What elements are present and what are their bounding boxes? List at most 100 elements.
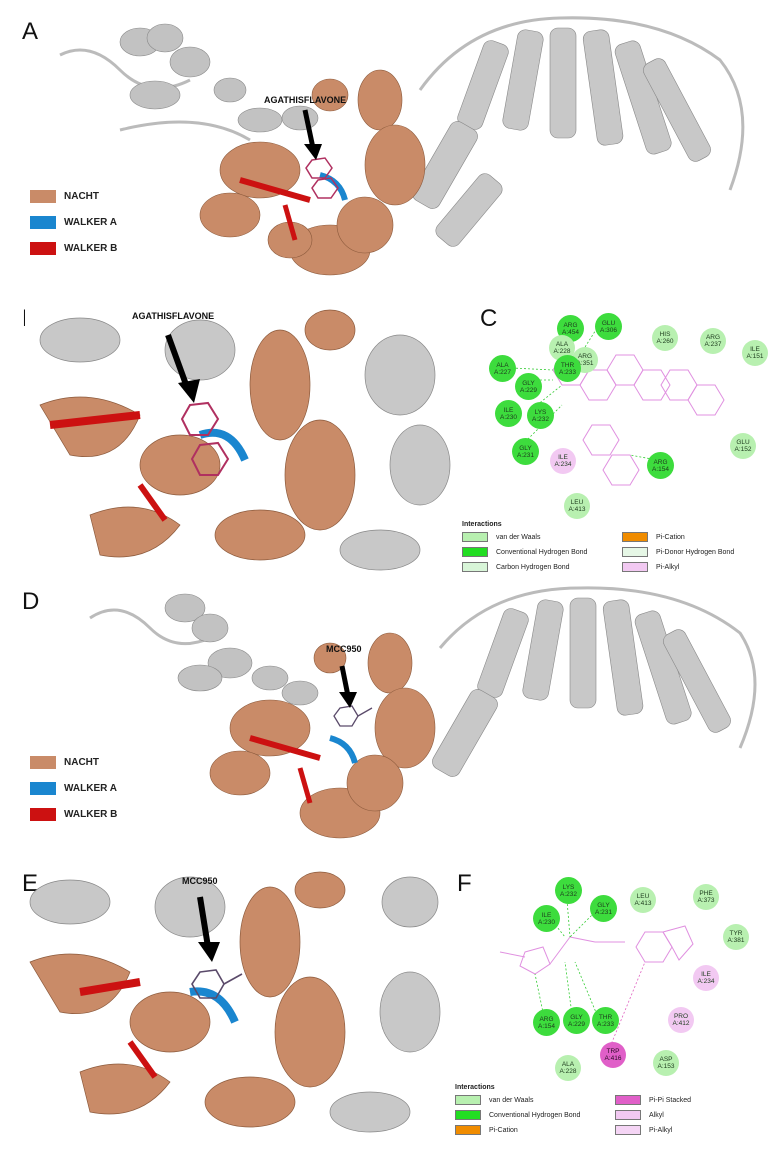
- protein-structure-full: [89, 586, 757, 839]
- legend-swatch: [30, 242, 56, 255]
- residue-name: ARG: [577, 353, 593, 360]
- panel-letter: C: [480, 305, 498, 332]
- residue-name: ARG: [539, 1015, 554, 1023]
- residue-name: ARG: [563, 321, 578, 329]
- residue-name: ASP: [659, 1056, 673, 1063]
- domain-legend: NACHT WALKER A WALKER B: [30, 756, 117, 834]
- residue-name: LYS: [562, 883, 575, 891]
- residue-name: LEU: [570, 499, 584, 506]
- residue-name: ILE: [701, 971, 711, 978]
- legend-label: Conventional Hydrogen Bond: [496, 548, 588, 556]
- legend-swatch: [622, 547, 648, 557]
- residue-number: A:230: [500, 413, 517, 421]
- residue-name: ILE: [750, 346, 760, 353]
- legend-label: Pi-Pi Stacked: [649, 1096, 692, 1104]
- residue-name: ARG: [653, 458, 668, 466]
- residue-number: A:306: [600, 326, 617, 334]
- panel-letter: F: [457, 870, 472, 897]
- residue-number: A:151: [746, 353, 764, 360]
- panel-d: D: [0, 578, 779, 853]
- residue-number: A:413: [568, 506, 586, 513]
- residue-name: GLY: [597, 901, 610, 909]
- residue-name: THR: [598, 1013, 613, 1021]
- legend-swatch: [455, 1095, 481, 1105]
- interaction-legend-item: Pi-Donor Hydrogen Bond: [622, 547, 742, 557]
- residue-number: A:154: [538, 1022, 555, 1030]
- legend-swatch: [622, 532, 648, 542]
- protein-structure-full: [59, 16, 745, 276]
- residue-number: A:229: [520, 386, 537, 394]
- residue-name: ALA: [561, 1061, 575, 1068]
- residue-number: A:154: [652, 465, 669, 473]
- legend-item-walker-b: WALKER B: [30, 808, 117, 821]
- legend-item-walker-a: WALKER A: [30, 216, 117, 229]
- residue-number: A:233: [559, 368, 576, 376]
- residue-name: ALA: [496, 361, 509, 369]
- panel-e: E MCC950: [0, 862, 450, 1142]
- residue-number: A:237: [704, 341, 722, 348]
- residue-number: A:234: [697, 978, 715, 985]
- legend-swatch: [455, 1110, 481, 1120]
- legend-swatch: [462, 562, 488, 572]
- residue-name: TYR: [729, 930, 743, 937]
- ligand-2d-structure: [499, 899, 694, 1048]
- legend-swatch: [30, 756, 56, 769]
- legend-swatch: [615, 1110, 641, 1120]
- legend-label: Pi-Alkyl: [649, 1126, 673, 1134]
- residue-name: THR: [560, 361, 575, 369]
- legend-swatch: [615, 1095, 641, 1105]
- interaction-legend-item: Pi-Cation: [455, 1125, 615, 1135]
- legend-swatch: [615, 1125, 641, 1135]
- residue-name: TRP: [606, 1048, 620, 1055]
- residue-number: A:416: [604, 1055, 622, 1062]
- panel-letter: E: [22, 870, 39, 897]
- residue-name: ILE: [558, 454, 568, 461]
- legend-item-walker-b: WALKER B: [30, 242, 117, 255]
- panel-letter: D: [22, 588, 40, 615]
- interaction-legend-item: Conventional Hydrogen Bond: [455, 1110, 615, 1120]
- residue-name: GLU: [736, 439, 750, 446]
- residue-name: HIS: [659, 331, 671, 338]
- interaction-legend-item: van der Waals: [455, 1095, 615, 1105]
- residue-name: GLY: [570, 1013, 583, 1021]
- residue-number: A:373: [697, 897, 715, 904]
- legend-swatch: [30, 216, 56, 229]
- residue-number: A:454: [562, 328, 579, 336]
- residue-number: A:231: [517, 451, 534, 459]
- legend-swatch: [462, 547, 488, 557]
- legend-item-nacht: NACHT: [30, 190, 117, 203]
- residue-name: GLU: [601, 319, 616, 327]
- residue-number: A:232: [532, 415, 549, 423]
- residue-number: A:260: [656, 338, 674, 345]
- legend-item-walker-a: WALKER A: [30, 782, 117, 795]
- residue-number: A:413: [634, 900, 652, 907]
- legend-label: van der Waals: [496, 533, 541, 541]
- legend-swatch: [30, 808, 56, 821]
- interaction-legend-item: Pi-Pi Stacked: [615, 1095, 735, 1105]
- legend-label: Carbon Hydrogen Bond: [496, 563, 570, 571]
